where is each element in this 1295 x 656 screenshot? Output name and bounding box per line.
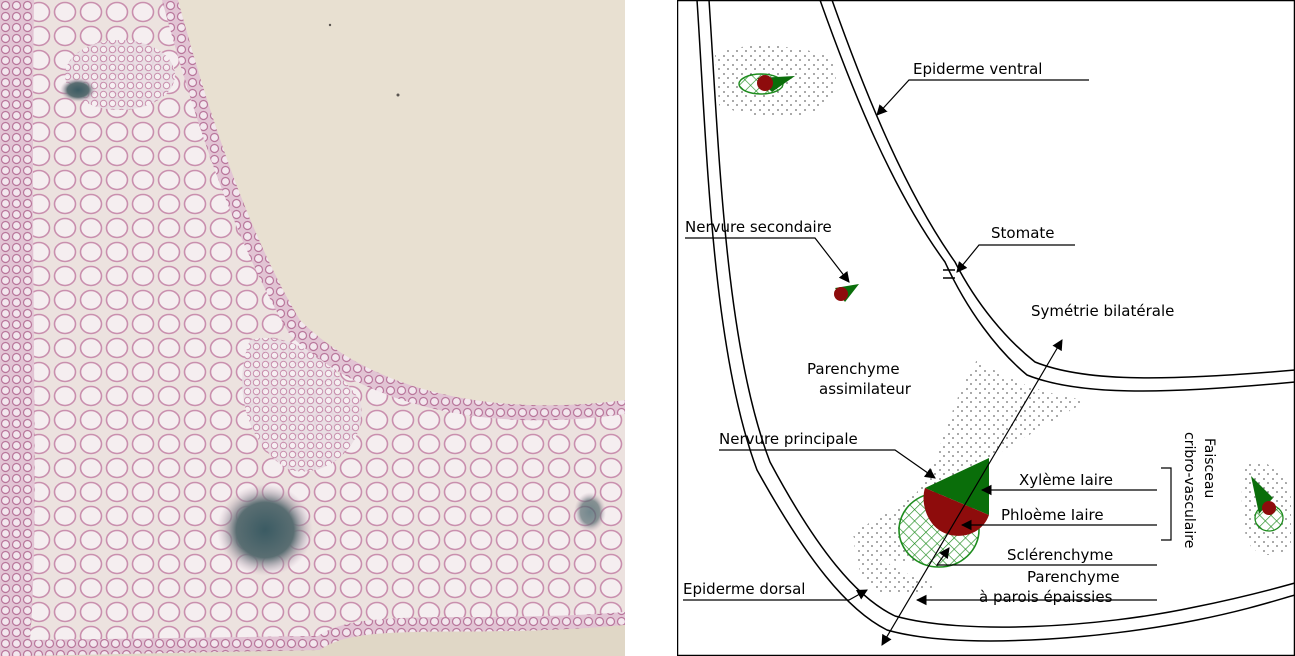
label-epiderme-dorsal: Epiderme dorsal (683, 580, 805, 598)
label-xyleme: Xylème Iaire (1019, 471, 1113, 489)
label-nervure-principale: Nervure principale (719, 430, 858, 448)
label-epiderme-ventral: Epiderme ventral (913, 60, 1042, 78)
label-symetrie: Symétrie bilatérale (1031, 302, 1174, 320)
photo-speck (397, 94, 400, 97)
label-parenchyme-assimilateur-1: Parenchyme (807, 360, 900, 378)
label-parenchyme-assimilateur-2: assimilateur (819, 380, 912, 398)
label-phloeme: Phloème Iaire (1001, 506, 1104, 524)
photo-right-bundle (574, 492, 606, 532)
photo-speck (329, 24, 331, 26)
label-parenchyme-parois-2: à parois épaissies (979, 588, 1113, 606)
photo-main-bundle (217, 484, 313, 576)
label-nervure-secondaire: Nervure secondaire (685, 218, 832, 236)
label-cribro-vasculaire: cribro-vasculaire (1181, 432, 1197, 548)
label-stomate: Stomate (991, 224, 1055, 242)
leaf-section-micrograph (0, 0, 625, 656)
label-faisceau: Faisceau (1201, 438, 1217, 498)
label-parenchyme-parois-1: Parenchyme (1027, 568, 1120, 586)
label-sclerenchyme: Sclérenchyme (1007, 546, 1113, 564)
photo-top-bundle (60, 78, 96, 102)
leaf-section-diagram: Epiderme ventral Nervure secondaire Stom… (677, 0, 1295, 656)
